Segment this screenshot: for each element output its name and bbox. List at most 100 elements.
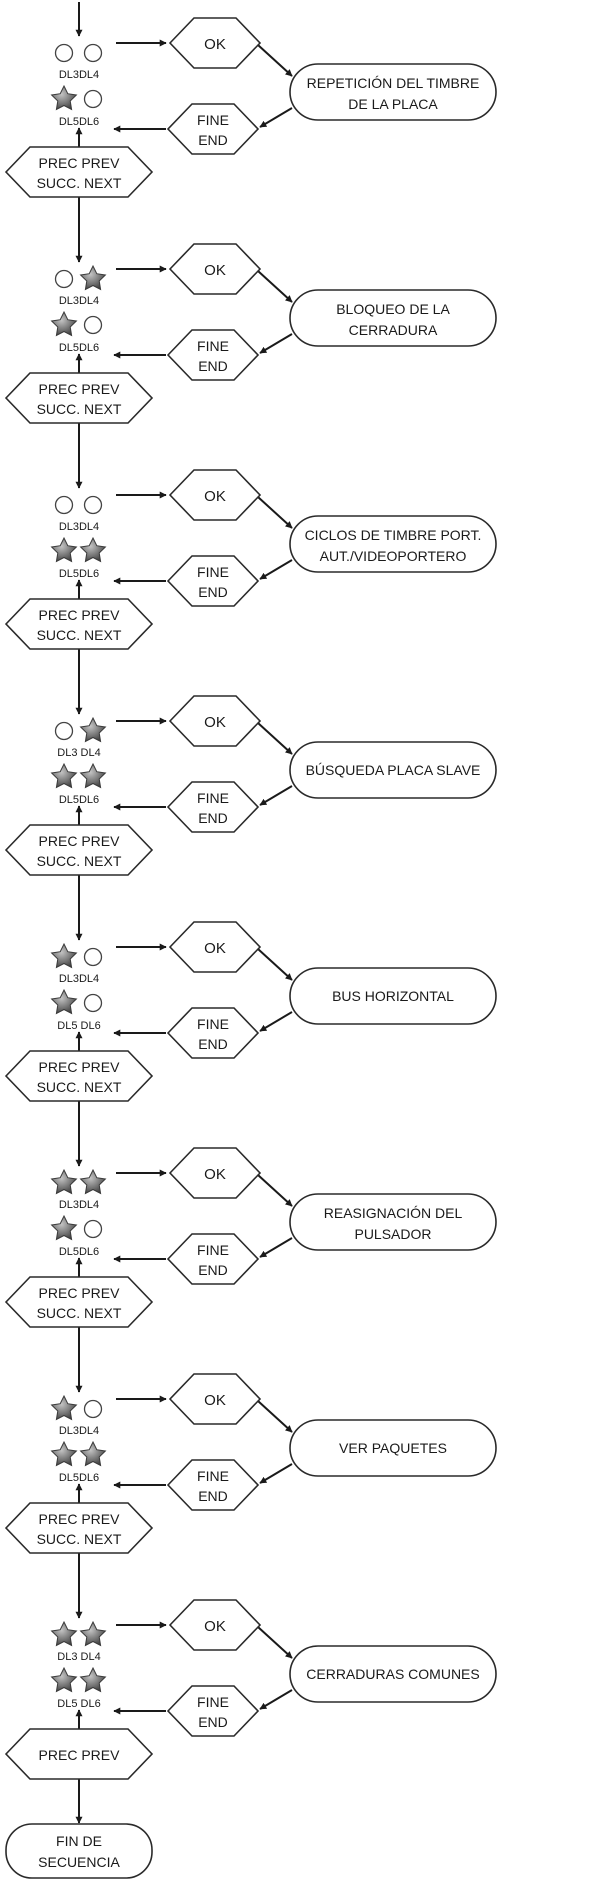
led-dl4-off-circle-icon xyxy=(83,1399,103,1419)
function-label: AUT./VIDEOPORTERO xyxy=(320,548,467,564)
function-to-end-arrow xyxy=(259,559,293,580)
led-dl6-off-circle-icon xyxy=(83,1219,103,1239)
ok-button-node xyxy=(168,1373,262,1425)
ok-label: OK xyxy=(204,1618,226,1635)
prev-label: PREC PREV xyxy=(39,833,121,849)
led-dl4-on-star-icon xyxy=(79,264,107,291)
ok-to-function-arrow xyxy=(257,1174,293,1207)
end-label: END xyxy=(198,810,228,826)
led-dl4-on-star-icon xyxy=(79,1168,107,1195)
next-label: SUCC. NEXT xyxy=(37,1531,122,1547)
fine-label: FINE xyxy=(197,1242,229,1258)
prev-label: PREC PREV xyxy=(39,381,121,397)
led-dl6-on-star-icon xyxy=(79,536,107,563)
function-to-end-arrow xyxy=(259,333,293,354)
function-label: DE LA PLACA xyxy=(348,96,438,112)
led-dl3-off-circle-icon xyxy=(54,43,74,63)
prev-label: PREC PREV xyxy=(39,1059,121,1075)
led-label-bottom: DL5 DL6 xyxy=(57,1698,100,1710)
led-dl5-on-star-icon xyxy=(50,84,78,111)
led-label-bottom: DL5DL6 xyxy=(59,568,99,580)
end-of-sequence-box xyxy=(5,1823,153,1879)
led-dl5-on-star-icon xyxy=(50,1666,78,1693)
function-to-end-arrow xyxy=(259,1463,293,1484)
ok-label: OK xyxy=(204,1392,226,1409)
fine-label: FINE xyxy=(197,112,229,128)
function-label: BLOQUEO DE LA xyxy=(336,301,450,317)
function-box xyxy=(289,63,497,121)
led-dl6-on-star-icon xyxy=(79,1440,107,1467)
prev-label: PREC PREV xyxy=(39,1511,121,1527)
led-label-bottom: DL5DL6 xyxy=(59,342,99,354)
end-label: END xyxy=(198,1036,228,1052)
fine-end-node xyxy=(166,103,260,155)
function-label: CERRADURA xyxy=(349,322,438,338)
end-of-sequence-label: FIN DE xyxy=(56,1833,102,1849)
function-label: BUS HORIZONTAL xyxy=(332,988,454,1004)
end-label: END xyxy=(198,358,228,374)
ok-to-function-arrow xyxy=(257,44,293,77)
ok-button-node xyxy=(168,1147,262,1199)
function-box xyxy=(289,741,497,799)
function-to-end-arrow xyxy=(259,1689,293,1710)
fine-end-node xyxy=(166,1459,260,1511)
led-dl4-off-circle-icon xyxy=(83,43,103,63)
led-dl4-off-circle-icon xyxy=(83,947,103,967)
led-dl6-off-circle-icon xyxy=(83,993,103,1013)
led-label-top: DL3DL4 xyxy=(59,295,99,307)
led-label-top: DL3DL4 xyxy=(59,521,99,533)
fine-end-node xyxy=(166,1685,260,1737)
function-label: PULSADOR xyxy=(354,1226,431,1242)
fine-label: FINE xyxy=(197,564,229,580)
fine-label: FINE xyxy=(197,338,229,354)
fine-end-node xyxy=(166,555,260,607)
ok-button-node xyxy=(168,921,262,973)
led-label-bottom: DL5DL6 xyxy=(59,116,99,128)
led-dl4-off-circle-icon xyxy=(83,495,103,515)
prev-label: PREC PREV xyxy=(39,1747,121,1763)
prev-next-node xyxy=(4,1502,154,1554)
function-box xyxy=(289,515,497,573)
fine-end-node xyxy=(166,1007,260,1059)
function-to-end-arrow xyxy=(259,107,293,128)
ok-button-node xyxy=(168,243,262,295)
fine-label: FINE xyxy=(197,1694,229,1710)
prev-label: PREC PREV xyxy=(39,1285,121,1301)
prev-next-node xyxy=(4,1276,154,1328)
end-label: END xyxy=(198,1488,228,1504)
function-to-end-arrow xyxy=(259,1011,293,1032)
ok-label: OK xyxy=(204,940,226,957)
ok-to-function-arrow xyxy=(257,722,293,755)
led-dl4-on-star-icon xyxy=(79,716,107,743)
led-label-top: DL3DL4 xyxy=(59,1425,99,1437)
prev-next-node xyxy=(4,1050,154,1102)
prev-next-node xyxy=(4,1728,154,1780)
led-dl6-off-circle-icon xyxy=(83,315,103,335)
function-to-end-arrow xyxy=(259,785,293,806)
led-dl6-on-star-icon xyxy=(79,1666,107,1693)
function-box xyxy=(289,1645,497,1703)
led-dl5-on-star-icon xyxy=(50,536,78,563)
led-dl4-on-star-icon xyxy=(79,1620,107,1647)
ok-label: OK xyxy=(204,1166,226,1183)
ok-label: OK xyxy=(204,714,226,731)
end-label: END xyxy=(198,132,228,148)
next-label: SUCC. NEXT xyxy=(37,853,122,869)
function-label: CERRADURAS COMUNES xyxy=(306,1666,479,1682)
led-dl5-on-star-icon xyxy=(50,310,78,337)
ok-button-node xyxy=(168,17,262,69)
prev-next-node xyxy=(4,824,154,876)
ok-label: OK xyxy=(204,36,226,53)
ok-label: OK xyxy=(204,488,226,505)
led-dl3-off-circle-icon xyxy=(54,495,74,515)
led-dl5-on-star-icon xyxy=(50,988,78,1015)
ok-to-function-arrow xyxy=(257,496,293,529)
led-label-top: DL3 DL4 xyxy=(57,747,100,759)
led-dl3-off-circle-icon xyxy=(54,721,74,741)
prev-label: PREC PREV xyxy=(39,155,121,171)
led-dl3-on-star-icon xyxy=(50,942,78,969)
fine-end-node xyxy=(166,781,260,833)
ok-button-node xyxy=(168,1599,262,1651)
prev-next-node xyxy=(4,146,154,198)
